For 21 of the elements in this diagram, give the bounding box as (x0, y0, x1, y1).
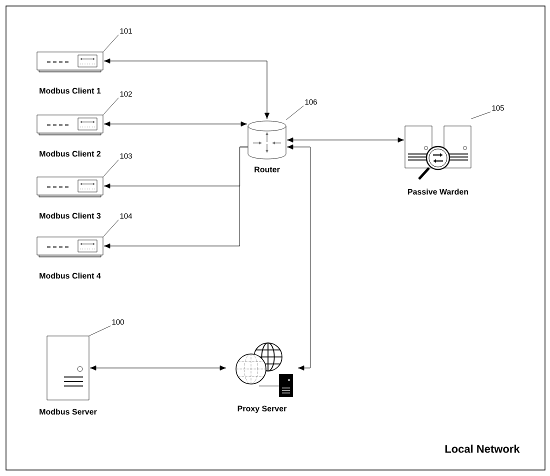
device-label: Modbus Client 4 (40, 272, 101, 279)
leader-line (286, 106, 304, 120)
connector-arrow (90, 365, 226, 371)
device-label: Passive Warden (408, 188, 468, 195)
connector-arrow (286, 137, 404, 143)
leader-line (103, 220, 119, 237)
leader-line (103, 98, 119, 115)
leader-line (103, 34, 119, 52)
device-label: Modbus Client 1 (40, 88, 101, 94)
device-label: Router (254, 166, 280, 172)
device-label: Proxy Server (238, 406, 287, 413)
connector-arrow (286, 144, 310, 371)
leader-line (89, 326, 111, 336)
device-label: Modbus Client 2 (40, 150, 101, 157)
connector-arrow (104, 146, 248, 249)
device-label: Modbus Server (40, 408, 97, 415)
leader-line (103, 160, 119, 177)
connector-arrow (104, 121, 248, 127)
leader-line (471, 112, 491, 119)
connector-arrow (104, 58, 270, 120)
device-label: Modbus Client 3 (40, 212, 101, 219)
